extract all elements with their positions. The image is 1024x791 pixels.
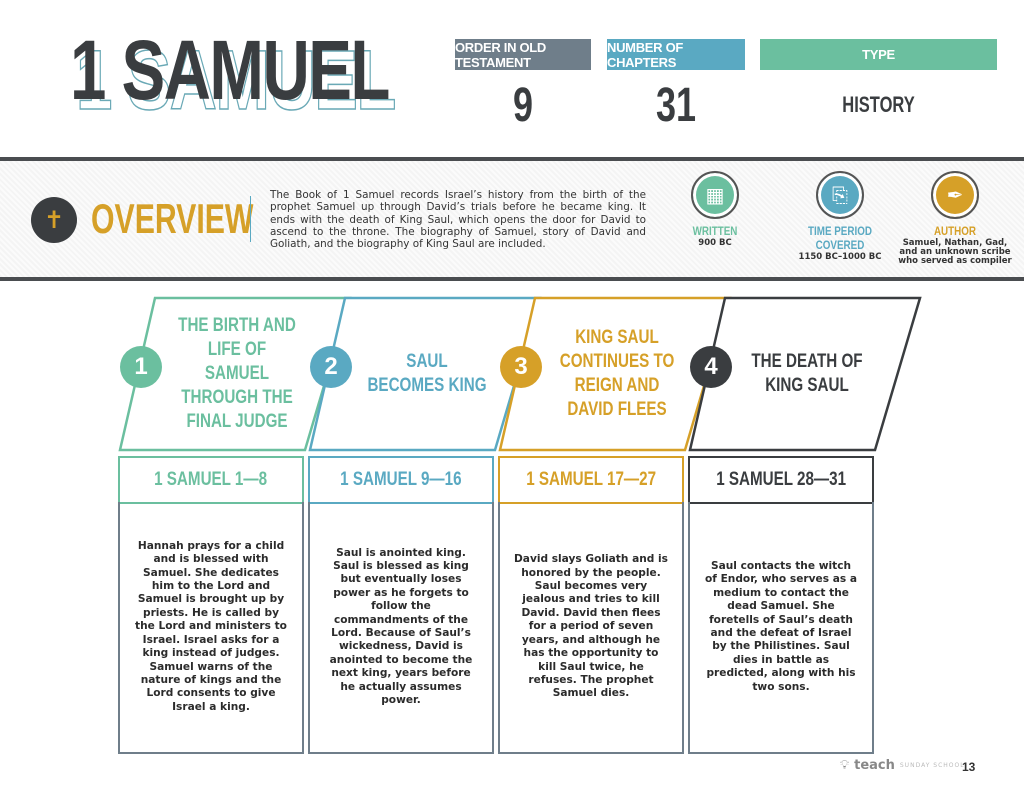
lightbulb-icon: 💡︎ [840,758,850,773]
brand-sub: SUNDAY SCHOOL [899,762,965,769]
stat-type-value: HISTORY [842,92,915,117]
section-body: Saul is anointed king. Saul is blessed a… [308,502,494,754]
section-banner [498,296,732,452]
section-number: 1 [120,346,162,388]
page-number: 13 [962,760,976,774]
section-range: 1 SAMUEL 1—8 [118,456,304,504]
meta-written: ▦ WRITTEN 900 BC [655,171,775,248]
stat-type-label: TYPE [760,39,997,70]
meta-time-period: ⎘ TIME PERIOD COVERED 1150 BC–1000 BC [780,171,900,262]
range-text: 1 SAMUEL 28—31 [716,469,846,490]
section-number: 2 [310,346,352,388]
meta-value: 900 BC [698,238,732,248]
section-body: Hannah prays for a child and is blessed … [118,502,304,754]
section-body: Saul contacts the witch of Endor, who se… [688,502,874,754]
meta-label: TIME PERIOD COVERED [808,224,872,252]
range-text: 1 SAMUEL 1—8 [154,469,268,490]
section-title: THE BIRTH AND LIFE OF SAMUEL THROUGH THE… [178,315,296,432]
section-range: 1 SAMUEL 28—31 [688,456,874,504]
meta-value: Samuel, Nathan, Gad, and an unknown scri… [898,238,1012,266]
range-text: 1 SAMUEL 17—27 [526,469,656,490]
section-title: KING SAUL CONTINUES TO REIGN AND DAVID F… [559,327,675,420]
lightbulb-cross-icon: ✝ [31,197,77,243]
section-banner [118,296,352,452]
section-title: SAUL BECOMES KING [367,351,487,396]
meta-author: ✒ AUTHOR Samuel, Nathan, Gad, and an unk… [895,171,1015,266]
quill-icon: ✒ [931,171,979,219]
scroll-icon: ⎘ [816,171,864,219]
stat-chapters-label: NUMBER OF CHAPTERS [607,39,745,70]
meta-label: WRITTEN [692,224,738,238]
section-number: 4 [690,346,732,388]
stat-chapters-value: 31 [655,79,697,132]
meta-value: 1150 BC–1000 BC [798,252,882,262]
brand-name: teach [854,758,895,773]
title-outline: 1 SAMUEL [75,32,397,128]
section-title: THE DEATH OF KING SAUL [751,351,863,396]
footer-brand: 💡︎ teach SUNDAY SCHOOL [840,758,965,773]
section-body: David slays Goliath and is honored by th… [498,502,684,754]
section-range: 1 SAMUEL 17—27 [498,456,684,504]
range-text: 1 SAMUEL 9—16 [340,469,462,490]
meta-label: AUTHOR [933,224,977,238]
divider [250,196,251,242]
stat-order-value: 9 [512,79,534,132]
section-banner [308,296,542,452]
page-title: 1 SAMUEL [70,23,390,117]
overview-text: The Book of 1 Samuel records Israel’s hi… [270,189,646,251]
overview-title: OVERVIEW [91,195,254,242]
section-range: 1 SAMUEL 9—16 [308,456,494,504]
section-number: 3 [500,346,542,388]
section-banner [688,296,922,452]
stat-order-label: ORDER IN OLD TESTAMENT [455,39,591,70]
calendar-icon: ▦ [691,171,739,219]
